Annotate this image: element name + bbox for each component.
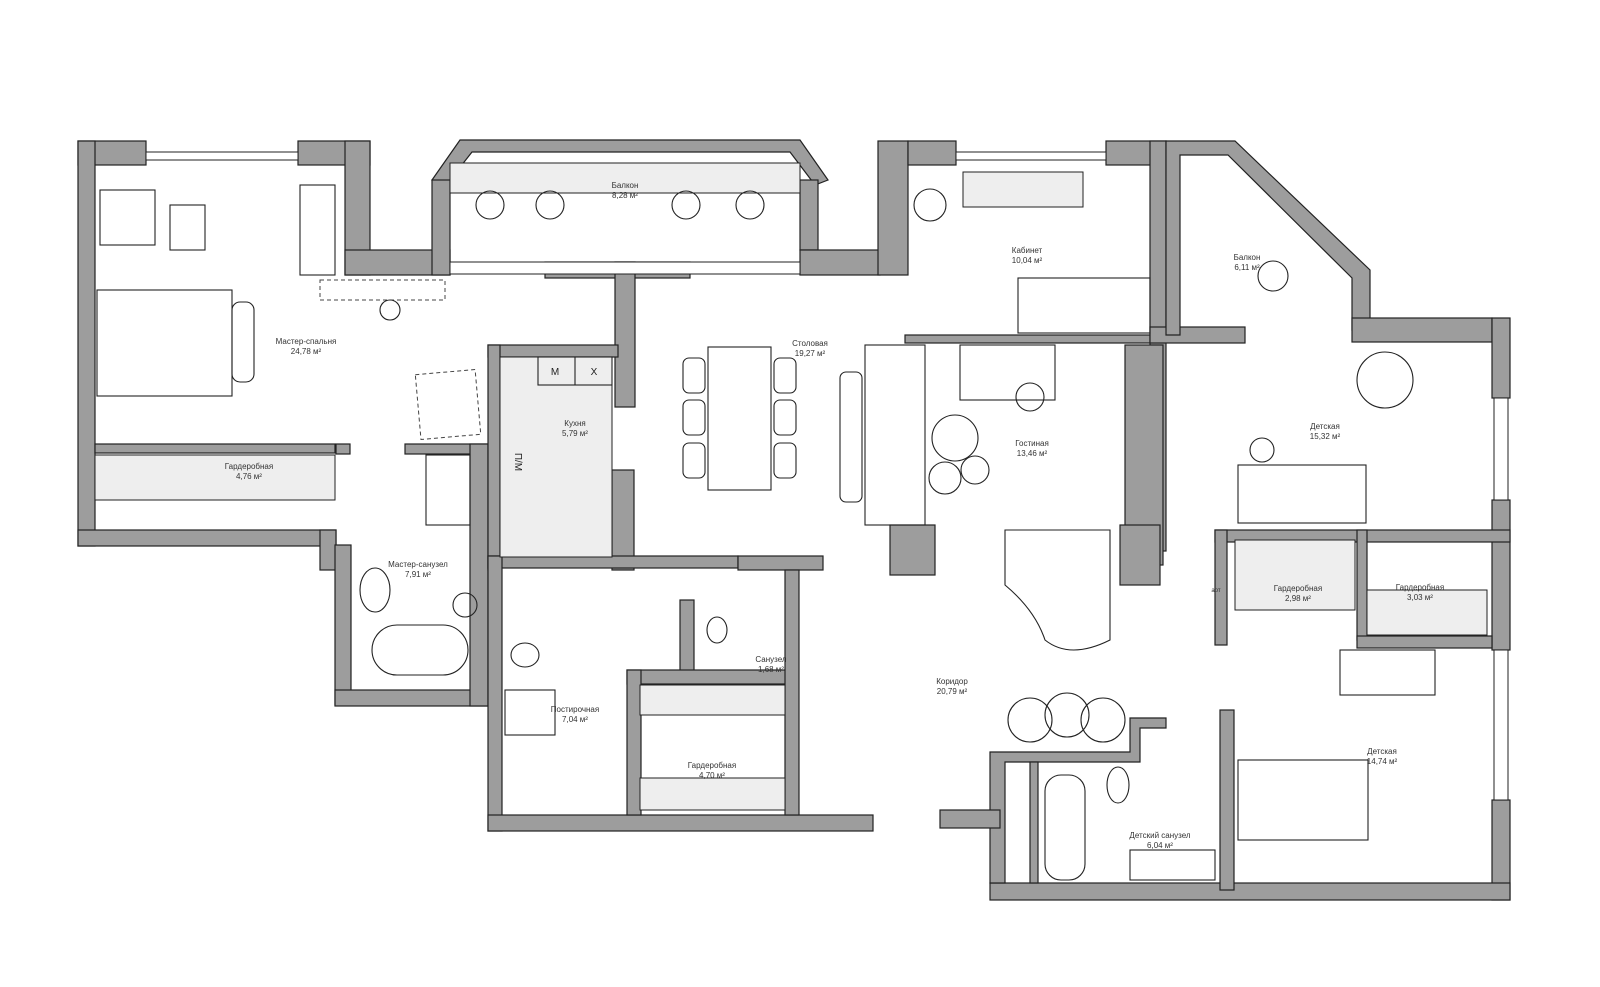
room-name: Постирочная	[551, 705, 599, 714]
master-bathtub	[371, 624, 469, 676]
master-bed	[96, 289, 233, 397]
room-area: 1,68 м²	[758, 665, 784, 674]
fridge-label: Х	[591, 367, 598, 378]
room-name: Детский санузел	[1129, 831, 1190, 840]
furniture	[94, 162, 1488, 881]
kids-bed-2	[1237, 759, 1369, 841]
room-area: 15,32 м²	[1310, 432, 1341, 441]
room-name: Балкон	[612, 181, 639, 190]
room-name: Гостиная	[1015, 439, 1049, 448]
room-area: 6,04 м²	[1147, 841, 1173, 850]
room-name: Санузел	[755, 655, 786, 664]
room-area: 3,03 м²	[1407, 593, 1433, 602]
room-area: 5,79 м²	[562, 429, 588, 438]
room-area: 14,74 м²	[1367, 757, 1398, 766]
room-name: Мастер-санузел	[388, 560, 448, 569]
room-name: Гардеробная	[225, 462, 273, 471]
room-name: Кабинет	[1012, 246, 1043, 255]
room-area: 19,27 м²	[795, 349, 826, 358]
room-name: Детская	[1310, 422, 1340, 431]
sofa	[864, 344, 926, 526]
room-area: 10,04 м²	[1012, 256, 1043, 265]
room-name: Кухня	[564, 419, 585, 428]
room-name: Гардеробная	[688, 761, 736, 770]
dishwasher-label: П/М	[512, 453, 523, 471]
kids-bed-1	[1237, 464, 1367, 524]
bathtub	[1044, 774, 1086, 881]
walls	[77, 139, 1511, 901]
room-name: Коридор	[936, 677, 968, 686]
room-name: Гардеробная	[1274, 584, 1322, 593]
room-area: 24,78 м²	[291, 347, 322, 356]
room-area: 8,28 м²	[612, 191, 638, 200]
room-name: Столовая	[792, 339, 828, 348]
room-area: 4,76 м²	[236, 472, 262, 481]
room-area: 4,70 м²	[699, 771, 725, 780]
room-area: 2,98 м²	[1285, 594, 1311, 603]
grand-piano	[1004, 529, 1111, 651]
sofa-bed	[1017, 277, 1151, 334]
room-name: Балкон	[1234, 253, 1261, 262]
room-area: 6,11 м²	[1234, 263, 1260, 272]
armchair	[99, 189, 156, 246]
windows	[145, 151, 1509, 801]
room-area: 7,04 м²	[562, 715, 588, 724]
dining-table	[707, 346, 772, 491]
room-name: Мастер-спальня	[276, 337, 337, 346]
room-area: 20,79 м²	[937, 687, 968, 696]
room-name: Детская	[1367, 747, 1397, 756]
microwave-label: М	[551, 367, 559, 378]
sofa-2	[959, 344, 1056, 401]
art-label: арт	[1211, 588, 1221, 594]
room-area: 7,91 м²	[405, 570, 431, 579]
room-name: Гардеробная	[1396, 583, 1444, 592]
room-area: 13,46 м²	[1017, 449, 1048, 458]
